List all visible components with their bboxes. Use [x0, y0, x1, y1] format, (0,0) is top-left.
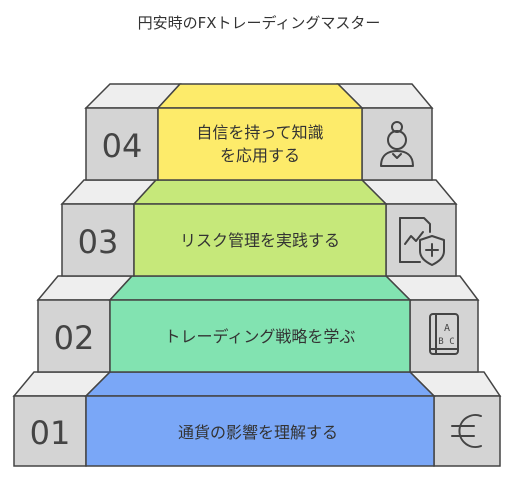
step-02-label: トレーディング戦略を学ぶ	[165, 327, 356, 346]
step-01-top-face	[84, 371, 436, 397]
step-02-icon-box	[409, 299, 479, 373]
chart-shield-icon	[399, 217, 445, 266]
step-01-icon-box	[433, 395, 501, 467]
step-04-icon-box	[361, 107, 433, 181]
step-03-number: 03	[78, 223, 119, 261]
step-01-number-box	[13, 395, 87, 467]
step-02-front-face	[109, 299, 411, 373]
svg-text:A: A	[444, 323, 450, 334]
euro-icon	[451, 414, 482, 448]
step-04-top-face	[156, 83, 364, 109]
svg-text:C: C	[449, 337, 454, 347]
step-01-label: 通貨の影響を理解する	[178, 423, 338, 442]
svg-text:B: B	[438, 337, 443, 347]
step-03: 03 リスク管理を実践する	[60, 179, 458, 277]
abc-book-icon: A B C	[429, 313, 459, 355]
step-04: 04 自信を持って知識 を応用する	[84, 83, 434, 181]
step-01: 01 通貨の影響を理解する	[12, 371, 502, 467]
step-02: 02 トレーディング戦略を学ぶ A B C	[36, 275, 480, 373]
step-03-top-face	[132, 179, 388, 205]
step-04-label-line-1: 自信を持って知識	[196, 123, 323, 142]
step-03-label: リスク管理を実践する	[180, 231, 340, 250]
step-04-label-line-2: を応用する	[220, 146, 300, 165]
step-01-number: 01	[30, 414, 71, 452]
step-03-number-box	[61, 203, 135, 277]
step-04-front-face	[157, 107, 363, 181]
step-02-number: 02	[54, 319, 95, 357]
step-04-number: 04	[102, 127, 143, 165]
step-02-top-face	[108, 275, 412, 301]
person-icon	[380, 121, 414, 167]
diagram-title: 円安時のFXトレーディングマスター	[137, 14, 381, 32]
step-01-front-face	[85, 395, 435, 467]
step-03-front-face	[133, 203, 387, 277]
